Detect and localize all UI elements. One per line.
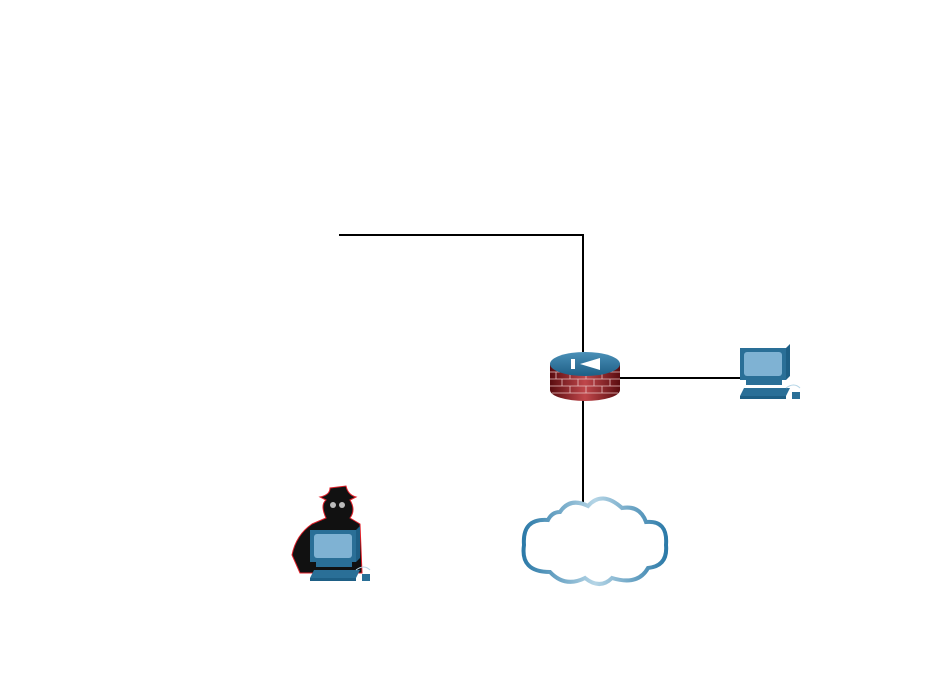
pc-icon[interactable] [739,343,801,400]
cloud-icon[interactable] [521,496,669,586]
hacker-pc-icon[interactable] [291,485,371,582]
link-upper [339,234,584,352]
firewall-icon[interactable] [550,352,620,401]
